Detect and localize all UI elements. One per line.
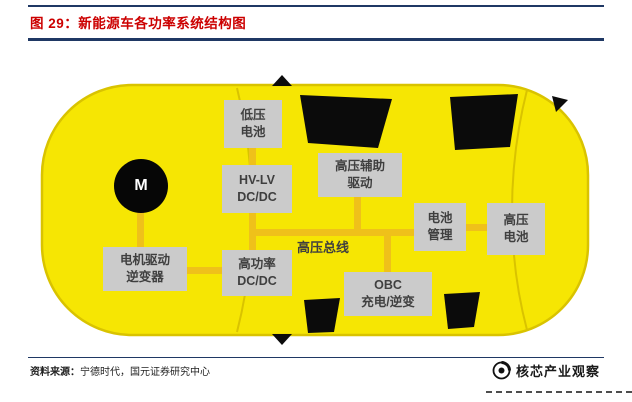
- top-rule: [28, 5, 604, 7]
- figure-title: 图 29：新能源车各功率系统结构图: [30, 16, 247, 31]
- source-line: 资料来源：宁德时代，国元证券研究中心: [30, 363, 210, 378]
- car-illustration: [40, 75, 590, 345]
- box-hvlv-dcdc: HV-LV DC/DC: [222, 165, 292, 213]
- source-label: 资料来源：: [30, 367, 80, 378]
- side-window-right: [444, 292, 480, 329]
- connector-bus-obc: [384, 233, 391, 274]
- side-window-left: [304, 298, 340, 333]
- side-mirror-bottom: [272, 334, 292, 345]
- box-battery-mgmt: 电池 管理: [414, 203, 466, 251]
- box-high-power-dcdc: 高功率 DC/DC: [222, 250, 292, 296]
- connector-motor-inverter: [137, 211, 144, 249]
- box-obc: OBC 充电/逆变: [344, 272, 432, 316]
- connector-inverter-dcdc: [185, 267, 224, 274]
- box-hv-aux-drive: 高压辅助 驱动: [318, 153, 402, 197]
- brand-logo-icon: [492, 361, 511, 380]
- title-rule: [28, 38, 604, 41]
- connector-lvbattery-hvlv: [249, 146, 256, 167]
- brand: 核芯产业观察: [492, 361, 600, 380]
- dashed-divider: [486, 391, 632, 393]
- box-motor-inverter: 电机驱动 逆变器: [103, 247, 187, 291]
- motor-circle: M: [114, 159, 168, 213]
- brand-name: 核芯产业观察: [516, 364, 601, 379]
- connector-auxdrive-bus: [354, 195, 361, 233]
- hv-bus-label: 高压总线: [297, 240, 350, 255]
- windshield-window: [300, 95, 392, 148]
- side-mirror-top: [272, 75, 292, 86]
- connector-mgmt-hvbattery: [464, 224, 489, 231]
- connector-hv-bus: [250, 229, 417, 236]
- box-lv-battery: 低压 电池: [224, 100, 282, 148]
- rear-window: [450, 94, 518, 150]
- source-text: 宁德时代，国元证券研究中心: [80, 367, 210, 378]
- footer-rule: [28, 357, 604, 358]
- box-hv-battery: 高压 电池: [487, 203, 545, 255]
- antenna-fin: [552, 96, 568, 112]
